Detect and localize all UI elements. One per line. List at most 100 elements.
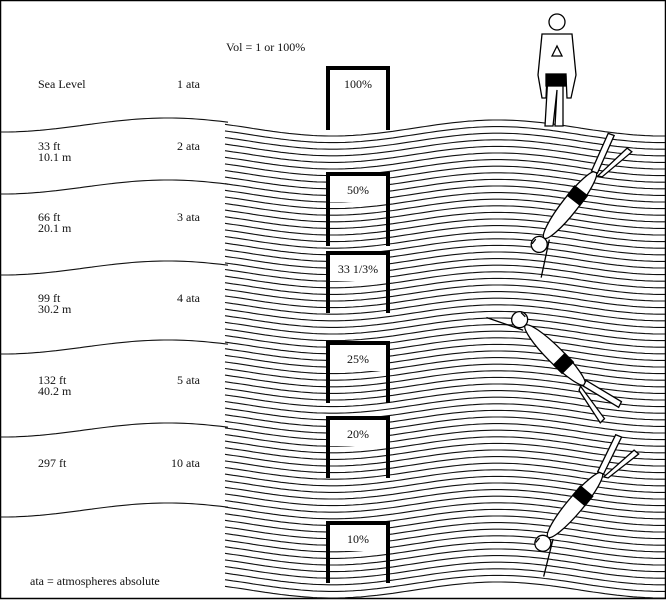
depth-ft: 99 ft	[38, 291, 61, 305]
wave-line	[224, 324, 665, 342]
depth-ft: 66 ft	[38, 210, 61, 224]
depth-separator	[0, 260, 229, 276]
diver-figures	[486, 13, 640, 577]
volume-container: 10%	[326, 521, 390, 583]
depth-separator	[0, 117, 229, 133]
wave-line	[224, 409, 665, 427]
volume-container: 33 1/3%	[326, 251, 390, 313]
wave-line	[224, 363, 665, 381]
wave-line	[224, 238, 665, 256]
depth-ft: 297 ft	[38, 456, 67, 470]
pressure-ata: 10 ata	[171, 456, 201, 470]
water-waves	[224, 119, 665, 599]
volume-label: 10%	[347, 532, 369, 546]
wave-line	[224, 548, 665, 566]
wave-line	[224, 535, 665, 553]
wave-line	[224, 198, 665, 216]
depth-separator	[0, 179, 229, 195]
wave-line	[224, 343, 665, 361]
wave-line	[224, 403, 665, 421]
wave-line	[224, 337, 665, 355]
wave-line	[224, 423, 665, 441]
wave-line	[224, 317, 665, 335]
wave-line	[224, 456, 665, 474]
depth-separator	[0, 339, 229, 355]
wave-line	[224, 416, 665, 434]
volume-label: 50%	[347, 183, 369, 197]
wave-line	[224, 126, 665, 144]
volume-container: 20%	[326, 416, 390, 478]
wave-line	[224, 152, 665, 170]
depth-ft: 132 ft	[38, 373, 67, 387]
pressure-ata: 3 ata	[177, 210, 201, 224]
pressure-ata: 4 ata	[177, 291, 201, 305]
wave-line	[224, 436, 665, 454]
wave-line	[224, 528, 665, 546]
swimming-diver-icon	[486, 310, 623, 424]
volume-label: 100%	[344, 77, 372, 91]
wave-line	[224, 258, 665, 276]
wave-line	[224, 291, 665, 309]
ata-legend: ata = atmospheres absolute	[30, 574, 160, 588]
wave-line	[224, 139, 665, 157]
swimming-diver-icon	[530, 132, 633, 278]
depth-m: 20.1 m	[38, 221, 72, 235]
volume-container: 100%	[326, 66, 390, 130]
wave-line	[224, 581, 665, 599]
wave-line	[224, 178, 665, 196]
wave-line	[224, 132, 665, 150]
wave-line	[224, 310, 665, 328]
wave-line	[224, 574, 665, 592]
wave-line	[224, 383, 665, 401]
wave-line	[224, 508, 665, 526]
wave-line	[224, 541, 665, 559]
wave-line	[224, 489, 665, 507]
wave-line	[224, 297, 665, 315]
wave-line	[224, 357, 665, 375]
depth-ft: 33 ft	[38, 139, 61, 153]
wave-line	[224, 284, 665, 302]
wave-line	[224, 277, 665, 295]
volume-label: 25%	[347, 352, 369, 366]
wave-line	[224, 304, 665, 322]
volume-container: 25%	[326, 341, 390, 403]
depth-separator	[0, 502, 229, 518]
wave-line	[224, 225, 665, 243]
swimming-diver-icon	[534, 433, 640, 577]
wave-line	[224, 185, 665, 203]
volume-label: 33 1/3%	[338, 262, 378, 276]
wave-line	[224, 350, 665, 368]
wave-line	[224, 561, 665, 579]
wave-line	[224, 192, 665, 210]
depth-m: 30.2 m	[38, 302, 72, 316]
wave-line	[224, 429, 665, 447]
depth-separator	[0, 422, 229, 438]
depth-separators	[0, 117, 229, 518]
volume-container: 50%	[326, 172, 390, 246]
volume-title: Vol = 1 or 100%	[226, 40, 305, 54]
pressure-ata: 2 ata	[177, 139, 201, 153]
wave-line	[224, 515, 665, 533]
volume-label: 20%	[347, 427, 369, 441]
wave-line	[224, 231, 665, 249]
depth-ft: Sea Level	[38, 77, 86, 91]
wave-line	[224, 251, 665, 269]
wave-line	[224, 330, 665, 348]
wave-line	[224, 145, 665, 163]
pressure-ata: 5 ata	[177, 373, 201, 387]
wave-line	[224, 522, 665, 540]
wave-line	[224, 271, 665, 289]
wave-line	[224, 264, 665, 282]
standing-diver-icon	[537, 13, 577, 127]
wave-line	[224, 568, 665, 586]
wave-line	[224, 555, 665, 573]
wave-line	[224, 502, 665, 520]
depth-m: 40.2 m	[38, 384, 72, 398]
wave-line	[224, 119, 665, 137]
wave-line	[224, 211, 665, 229]
gas-volume-containers: 100% 50% 33 1/3% 25% 20% 10%	[326, 66, 390, 583]
